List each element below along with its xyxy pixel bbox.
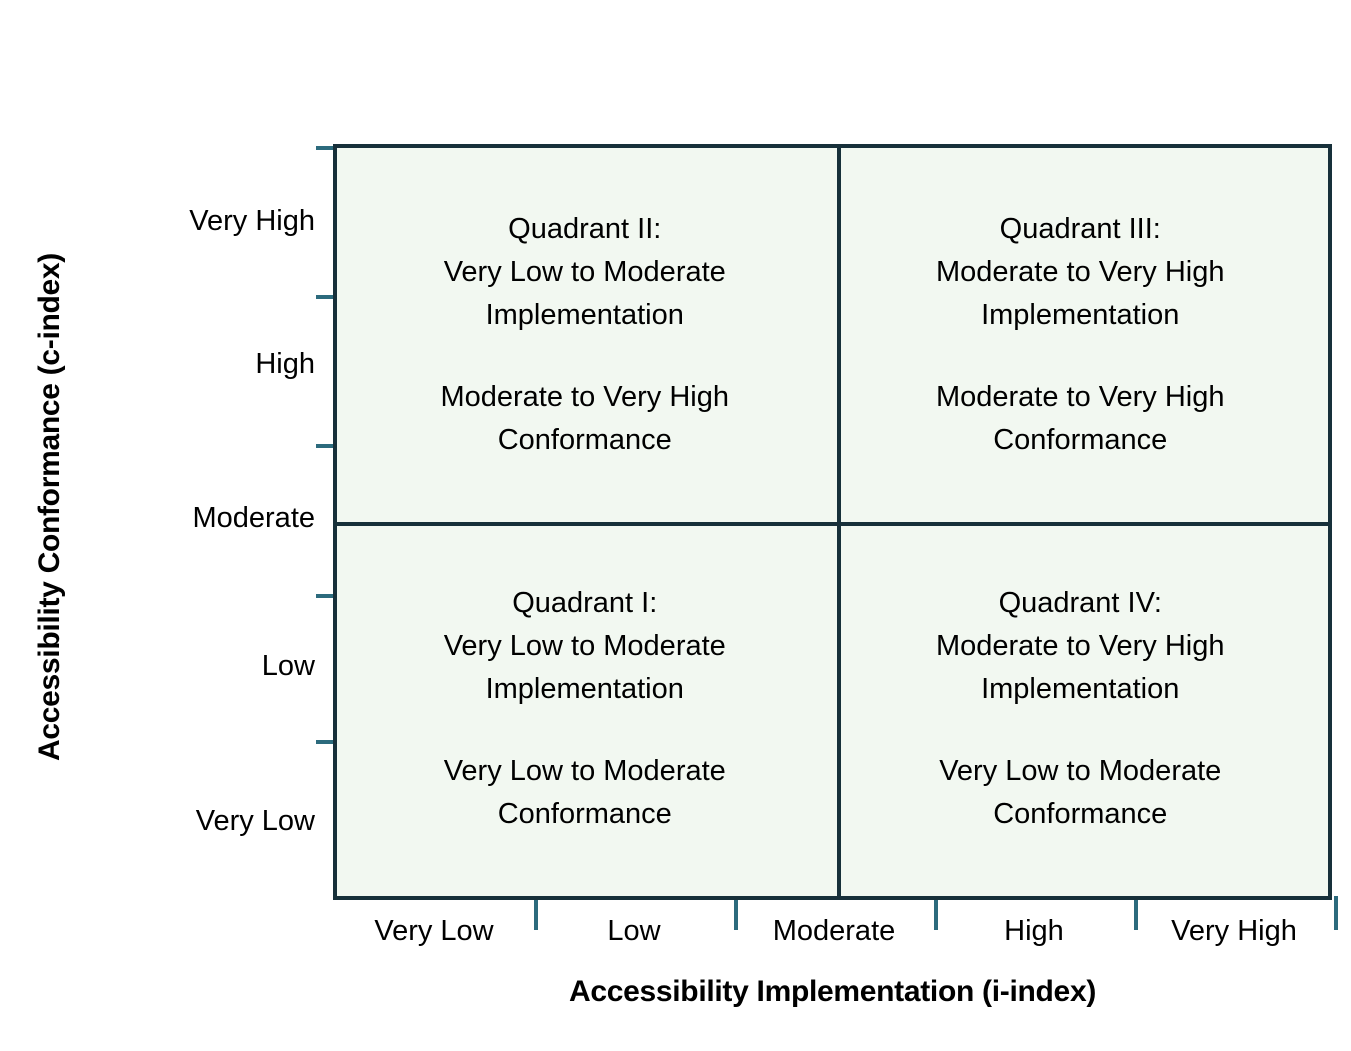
x-axis-tick-2: [734, 896, 738, 930]
quadrant-2-title: Quadrant II:: [508, 213, 662, 246]
quadrant-3-conformance: Moderate to Very High Conformance: [935, 381, 1225, 456]
x-axis-tick-3: [934, 896, 938, 930]
x-axis-tick-4: [1134, 896, 1138, 930]
y-tick-label-very-low: Very Low: [195, 805, 315, 837]
x-axis-tick-1: [534, 896, 538, 930]
y-tick-label-high: High: [255, 348, 315, 380]
quadrant-4-title: Quadrant IV:: [998, 587, 1162, 620]
plot-area: Quadrant II: Very Low to Moderate Implem…: [333, 144, 1332, 900]
x-axis-tick-5: [1334, 896, 1338, 930]
quadrant-4-bottom-right: Quadrant IV: Moderate to Very High Imple…: [833, 522, 1329, 896]
x-tick-label-very-high: Very High: [1171, 915, 1297, 947]
quadrant-4-conformance: Very Low to Moderate Conformance: [939, 755, 1222, 830]
x-tick-label-low: Low: [607, 915, 661, 947]
quadrant-2-top-left: Quadrant II: Very Low to Moderate Implem…: [337, 148, 833, 522]
x-tick-label-very-low: Very Low: [374, 915, 494, 947]
horizontal-divider-line: [337, 522, 1328, 526]
quadrant-1-bottom-left: Quadrant I: Very Low to Moderate Impleme…: [337, 522, 833, 896]
x-axis-title: Accessibility Implementation (i-index): [568, 975, 1097, 1008]
quadrant-2-conformance: Moderate to Very High Conformance: [440, 381, 730, 456]
quadrant-3-title: Quadrant III:: [999, 213, 1161, 246]
quadrant-2-implementation: Very Low to Moderate Implementation: [443, 256, 726, 331]
quadrant-grid: Quadrant II: Very Low to Moderate Implem…: [337, 148, 1328, 896]
x-tick-label-high: High: [1004, 915, 1064, 947]
quadrant-3-implementation: Moderate to Very High Implementation: [935, 256, 1225, 331]
quadrant-1-conformance: Very Low to Moderate Conformance: [443, 755, 726, 830]
y-tick-label-moderate: Moderate: [192, 502, 315, 534]
y-tick-label-low: Low: [261, 650, 315, 682]
quadrant-4-implementation: Moderate to Very High Implementation: [935, 630, 1225, 705]
y-tick-label-very-high: Very High: [189, 205, 315, 237]
quadrant-3-top-right: Quadrant III: Moderate to Very High Impl…: [833, 148, 1329, 522]
x-tick-label-moderate: Moderate: [772, 915, 896, 947]
quadrant-1-title: Quadrant I:: [512, 587, 658, 620]
quadrant-1-implementation: Very Low to Moderate Implementation: [443, 630, 726, 705]
